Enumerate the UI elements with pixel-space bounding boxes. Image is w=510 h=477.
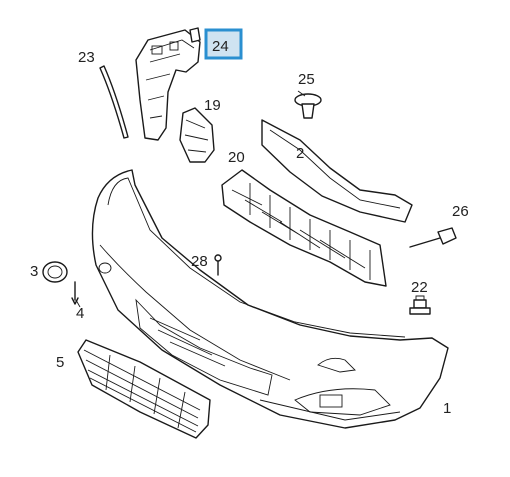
part-24-bracket[interactable] xyxy=(135,27,201,141)
part-26-push-pin[interactable] xyxy=(409,227,457,248)
part-3-tow-cover[interactable] xyxy=(42,261,68,283)
callout-4[interactable]: 4 xyxy=(76,305,84,322)
part-20-bumper-carrier[interactable] xyxy=(221,169,387,287)
part-28-screw[interactable] xyxy=(214,254,222,276)
leader-lines xyxy=(75,90,306,308)
part-4-screw[interactable] xyxy=(71,281,79,305)
part-22-bolt[interactable] xyxy=(409,295,431,315)
callout-2[interactable]: 2 xyxy=(296,145,304,162)
callout-22[interactable]: 22 xyxy=(411,279,428,296)
callout-25[interactable]: 25 xyxy=(298,71,315,88)
callout-19[interactable]: 19 xyxy=(204,97,221,114)
callout-26[interactable]: 26 xyxy=(452,203,469,220)
callout-23[interactable]: 23 xyxy=(78,49,95,66)
part-2-energy-absorber[interactable] xyxy=(261,119,413,223)
highlight-box-24 xyxy=(204,28,243,60)
callout-20[interactable]: 20 xyxy=(228,149,245,166)
callout-3[interactable]: 3 xyxy=(30,263,38,280)
callout-1[interactable]: 1 xyxy=(443,400,451,417)
part-25-push-rivet[interactable] xyxy=(294,93,322,119)
callout-28[interactable]: 28 xyxy=(191,253,208,270)
part-23-trim-strip[interactable] xyxy=(99,65,129,139)
callout-24[interactable]: 24 xyxy=(212,38,229,55)
callout-5[interactable]: 5 xyxy=(56,354,64,371)
part-5-lower-grille[interactable] xyxy=(77,339,211,439)
part-19-side-bracket[interactable] xyxy=(179,107,215,163)
part-1-bumper-cover[interactable] xyxy=(91,169,449,429)
